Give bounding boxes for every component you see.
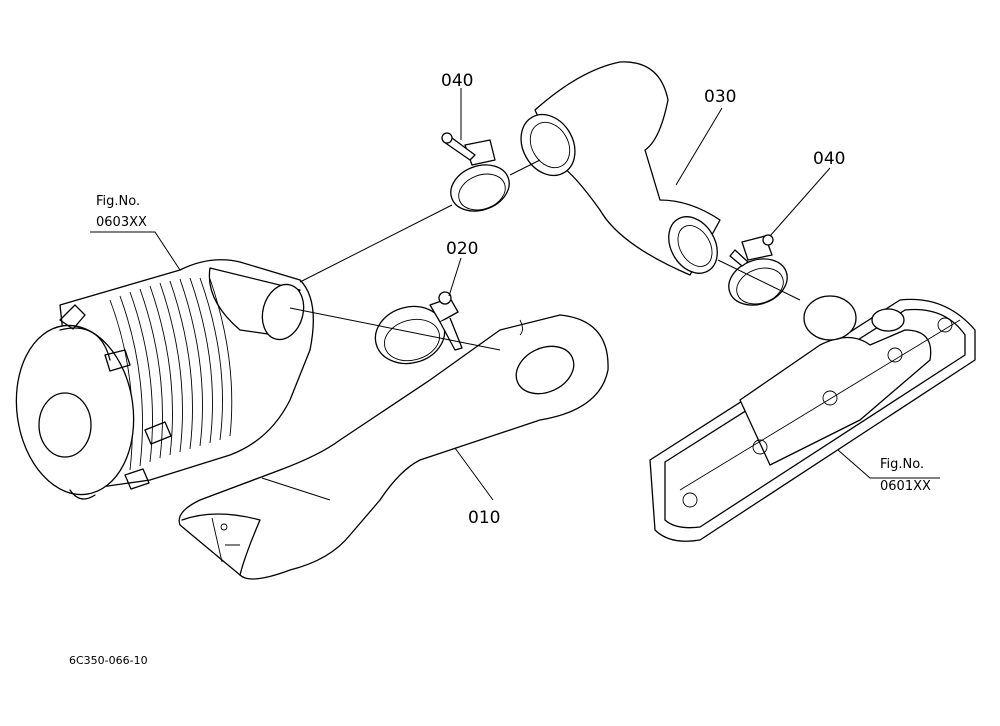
hose-clamp-020 [374, 291, 463, 365]
air-cleaner [15, 259, 314, 500]
ref-manifold-line1: Fig.No. [880, 457, 924, 472]
ref-air-cleaner-line1: Fig.No. [96, 194, 140, 209]
leader-lines [90, 88, 940, 501]
label-030: 030 [704, 87, 736, 107]
label-040-upper: 040 [441, 71, 473, 91]
hose-clamp-040-upper [441, 132, 510, 212]
assembly-lines [261, 159, 801, 501]
air-duct [178, 314, 609, 580]
intake-manifold [649, 295, 976, 542]
drawing-code: 6C350-066-10 [69, 654, 148, 667]
ref-manifold-line2: 0601XX [880, 479, 931, 494]
label-040-lower: 040 [813, 149, 845, 169]
hose-clamp-040-lower [728, 234, 788, 306]
label-020: 020 [446, 239, 478, 259]
elbow-hose [520, 61, 721, 276]
label-010: 010 [468, 508, 500, 528]
ref-air-cleaner-line2: 0603XX [96, 215, 147, 230]
